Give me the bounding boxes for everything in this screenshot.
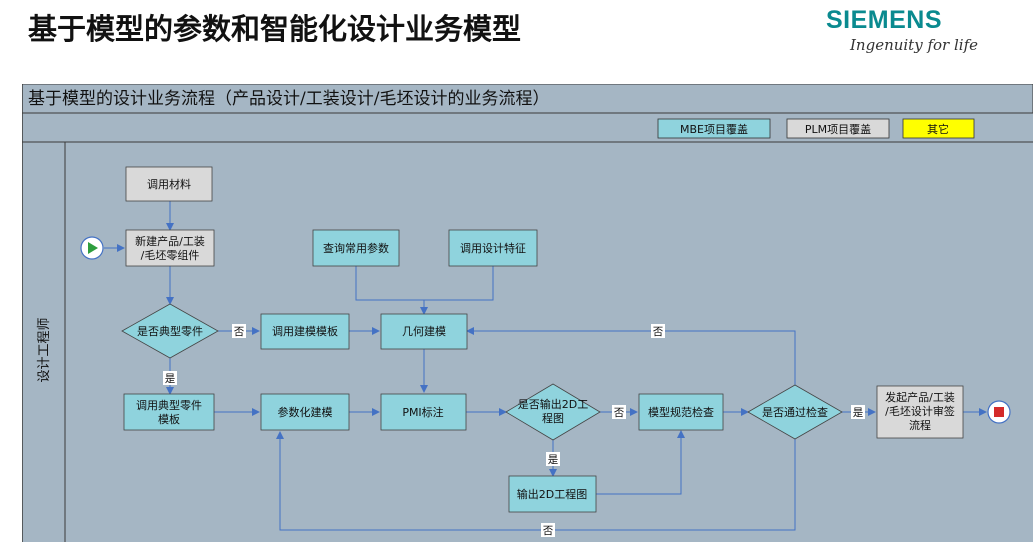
edge-label-no-pass-bottom: 否 — [541, 523, 555, 537]
svg-text:是否典型零件: 是否典型零件 — [137, 324, 203, 338]
swimlane-label: 设计工程师 — [37, 317, 52, 382]
node-launch-review: 发起产品/工装 /毛坯设计审签 流程 — [876, 385, 964, 439]
legend-mbe — [657, 118, 771, 139]
node-call-features: 调用设计特征 — [448, 229, 538, 267]
node-pmi: PMI标注 — [380, 393, 467, 431]
node-param-model: 参数化建模 — [260, 393, 350, 431]
end-event — [987, 400, 1011, 424]
svg-text:是: 是 — [853, 407, 864, 419]
node-is-typical: 是否典型零件 — [121, 303, 219, 359]
svg-text:几何建模: 几何建模 — [402, 324, 446, 338]
legend-other — [902, 118, 975, 139]
svg-text:参数化建模: 参数化建模 — [278, 405, 333, 419]
edge-label-yes-typical: 是 — [163, 371, 177, 385]
svg-text:模板: 模板 — [158, 412, 180, 426]
node-pass-check: 是否通过检查 — [747, 384, 843, 440]
svg-text:否: 否 — [653, 326, 664, 338]
svg-text:是: 是 — [548, 454, 559, 466]
legend: MBE项目覆盖 PLM项目覆盖 其它 — [657, 118, 975, 139]
svg-text:模型规范检查: 模型规范检查 — [648, 405, 714, 419]
node-call-typical-template: 调用典型零件 模板 — [123, 393, 215, 431]
node-call-material: 调用材料 — [125, 166, 213, 202]
svg-text:是否通过检查: 是否通过检查 — [762, 405, 828, 419]
node-call-model-template: 调用建模模板 — [260, 313, 350, 350]
node-output-2d-question: 是否输出2D工 程图 — [505, 383, 601, 441]
svg-text:否: 否 — [543, 525, 554, 537]
svg-text:流程: 流程 — [909, 418, 931, 432]
stop-icon — [994, 407, 1004, 417]
svg-text:是: 是 — [165, 373, 176, 385]
start-event — [80, 236, 104, 260]
title-band — [22, 84, 1033, 114]
node-geometry: 几何建模 — [380, 313, 468, 350]
svg-text:输出2D工程图: 输出2D工程图 — [517, 487, 587, 501]
brand-slogan: Ingenuity for life — [850, 36, 978, 54]
svg-text:查询常用参数: 查询常用参数 — [323, 241, 389, 255]
svg-text:否: 否 — [614, 407, 625, 419]
node-output-2d: 输出2D工程图 — [508, 475, 597, 513]
node-new-part: 新建产品/工装 /毛坯零组件 — [125, 229, 215, 267]
svg-text:程图: 程图 — [542, 412, 564, 425]
legend-mbe-label: MBE项目覆盖 — [680, 122, 748, 136]
svg-text:调用设计特征: 调用设计特征 — [460, 241, 526, 255]
svg-text:设计工程师: 设计工程师 — [37, 317, 52, 382]
svg-text:调用建模模板: 调用建模模板 — [272, 324, 338, 338]
diagram-title: 基于模型的设计业务流程（产品设计/工装设计/毛坯设计的业务流程） — [28, 89, 549, 109]
svg-text:/毛坯零组件: /毛坯零组件 — [141, 248, 200, 262]
diagram-frame — [22, 84, 1033, 542]
svg-text:调用材料: 调用材料 — [147, 177, 191, 191]
process-diagram: 基于模型的设计业务流程（产品设计/工装设计/毛坯设计的业务流程） 设计工程师 M… — [22, 84, 1033, 542]
edge-label-yes-output2d: 是 — [546, 452, 560, 466]
legend-other-label: 其它 — [927, 122, 949, 136]
svg-text:否: 否 — [234, 326, 245, 338]
svg-text:发起产品/工装: 发起产品/工装 — [885, 390, 955, 404]
edge-label-no-output2d: 否 — [612, 405, 626, 419]
edge-label-no-typical: 否 — [232, 324, 246, 338]
play-icon — [88, 242, 98, 254]
page-title: 基于模型的参数和智能化设计业务模型 — [28, 12, 522, 46]
siemens-logo: SIEMENS — [826, 6, 943, 34]
edge-label-yes-pass: 是 — [851, 405, 865, 419]
legend-plm-label: PLM项目覆盖 — [805, 122, 871, 136]
node-model-check: 模型规范检查 — [638, 393, 724, 431]
node-query-params: 查询常用参数 — [312, 229, 400, 267]
svg-text:是否输出2D工: 是否输出2D工 — [518, 397, 588, 411]
legend-plm — [786, 118, 890, 139]
svg-text:调用典型零件: 调用典型零件 — [136, 398, 202, 412]
svg-text:PMI标注: PMI标注 — [402, 405, 443, 419]
svg-text:/毛坯设计审签: /毛坯设计审签 — [885, 404, 955, 418]
svg-text:新建产品/工装: 新建产品/工装 — [135, 234, 205, 248]
edge-label-no-pass-top: 否 — [651, 324, 665, 338]
